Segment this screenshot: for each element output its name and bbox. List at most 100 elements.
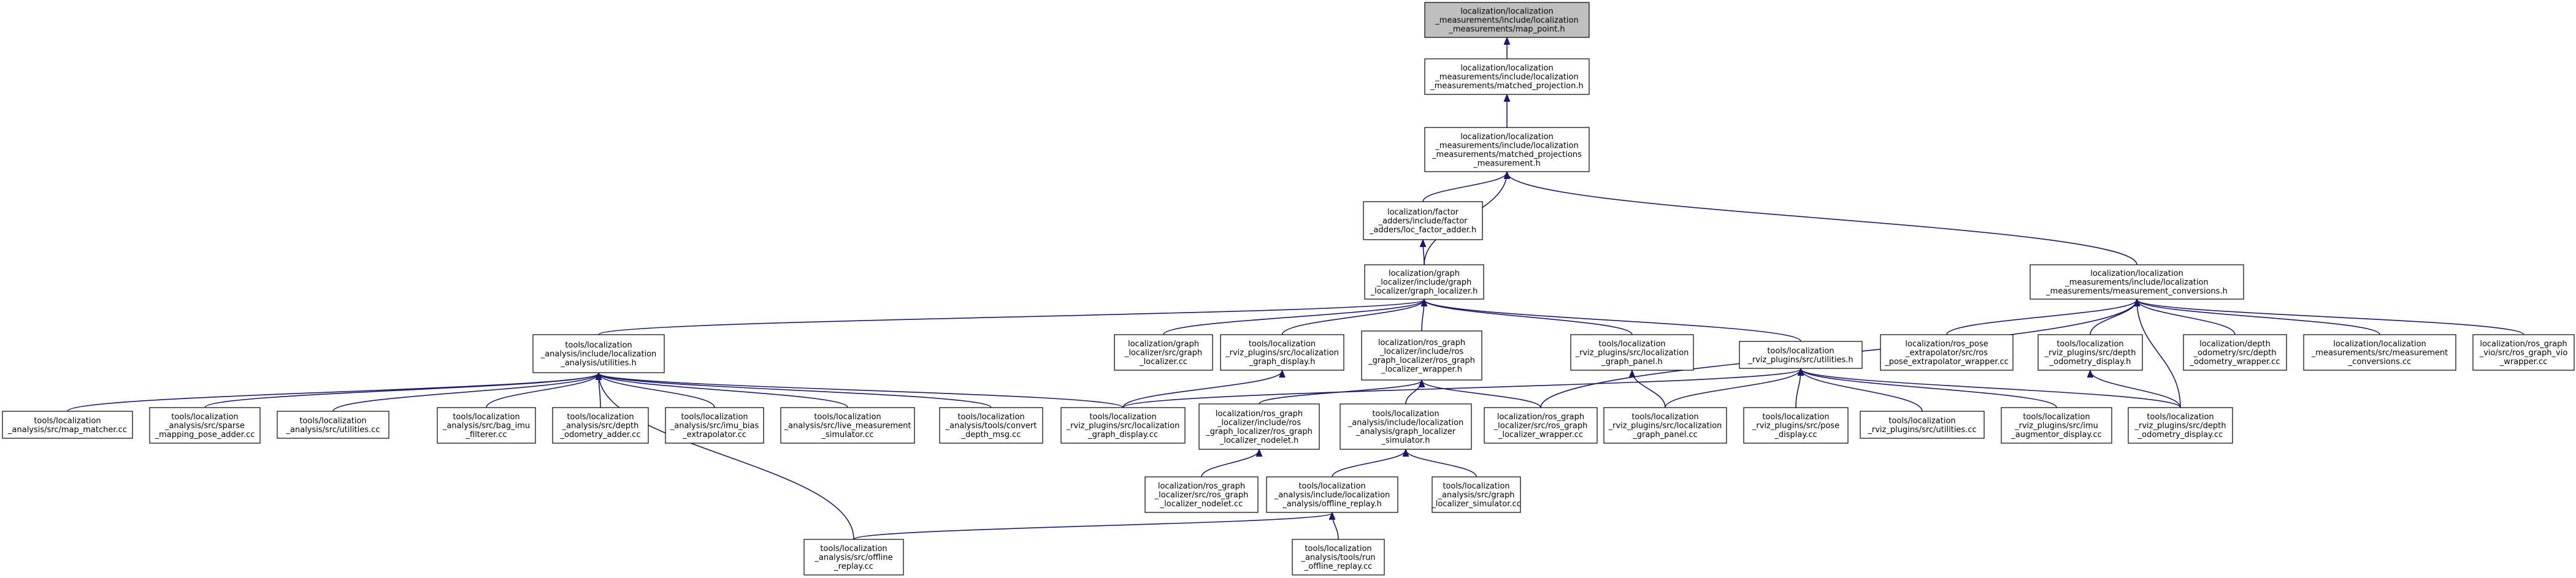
file-node-label-line: _analysis/offline_replay.h — [1282, 500, 1381, 509]
include-edge — [599, 373, 854, 540]
file-node-rviz-graph-display-h[interactable]: tools/localization_rviz_plugins/src/loca… — [1220, 334, 1344, 371]
file-node-label-line: _localizer_simulator.cc — [1431, 500, 1521, 509]
file-node-label-line: _localizer/src/ros_graph — [1493, 422, 1588, 431]
file-node-box — [1364, 264, 1484, 300]
file-node-label-line: _localizer/include/ros — [1379, 347, 1463, 356]
include-edge — [1423, 240, 1424, 265]
file-node-label-line: _extrapolator.cc — [682, 430, 746, 439]
file-node-imu-bias-extrapolator-cc[interactable]: tools/localization_analysis/src/imu_bias… — [665, 407, 764, 444]
file-node-label-line: _analysis/src/utilities.cc — [286, 425, 380, 435]
file-node-box — [1424, 58, 1590, 95]
include-edge — [1795, 369, 1801, 408]
file-node-label-line: _localizer/src/ros_graph — [1154, 491, 1249, 500]
file-node-rviz-graph-panel-cc[interactable]: tools/localization_rviz_plugins/src/loca… — [1603, 407, 1727, 444]
file-node-ros-graph-localizer-nodelet-cc[interactable]: localization/ros_graph_localizer/src/ros… — [1144, 476, 1259, 513]
file-node-label-line: localization/ros_graph — [1158, 482, 1245, 491]
file-node-label-line: _odometry_wrapper.cc — [2190, 357, 2280, 367]
file-node-loc-factor-adder[interactable]: localization/factor_adders/include/facto… — [1363, 201, 1483, 240]
file-node-rviz-pose-display-cc[interactable]: tools/localization_rviz_plugins/src/pose… — [1743, 407, 1849, 444]
file-node-label-line: _localizer.cc — [1139, 357, 1187, 367]
file-node-bag-imu-filterer-cc[interactable]: tools/localization_analysis/src/bag_imu_… — [437, 407, 536, 444]
file-node-rviz-depth-odometry-display-h[interactable]: tools/localization_rviz_plugins/src/dept… — [2037, 334, 2143, 371]
file-node-box — [1144, 476, 1259, 513]
file-node-label-line: _measurements/include/localization — [2064, 278, 2208, 287]
file-node-label-line: _odometry_adder.cc — [559, 430, 640, 439]
file-node-depth-odometry-wrapper-cc[interactable]: localization/depth_odometry/src/depth_od… — [2183, 334, 2287, 371]
file-node-analysis-utilities-h[interactable]: tools/localization_analysis/include/loca… — [532, 334, 665, 373]
file-node-convert-depth-msg-cc[interactable]: tools/localization_analysis/tools/conver… — [939, 407, 1043, 444]
file-node-label-line: tools/localization — [567, 413, 634, 422]
file-node-graph-localizer-cc[interactable]: localization/graph_localizer/src/graph_l… — [1114, 334, 1213, 371]
file-node-graph-localizer-simulator-h[interactable]: tools/localization_analysis/include/loca… — [1340, 403, 1472, 450]
file-node-label-line: _pose_extrapolator_wrapper.cc — [1884, 357, 2009, 367]
file-node-ros-graph-localizer-wrapper-h[interactable]: localization/ros_graph_localizer/include… — [1361, 330, 1482, 381]
file-node-rviz-graph-panel-h[interactable]: tools/localization_rviz_plugins/src/loca… — [1570, 334, 1694, 371]
file-node-graph-localizer-simulator-cc[interactable]: tools/localization_analysis/src/graph_lo… — [1431, 476, 1521, 513]
file-node-label-line: _conversions.cc — [2348, 357, 2412, 367]
file-node-label-line: _wrapper.cc — [2499, 357, 2548, 367]
file-node-label-line: tools/localization — [1249, 340, 1316, 349]
file-node-label-line: _adders/include/factor — [1378, 217, 1468, 226]
file-node-matched-projections-measurement[interactable]: localization/localization_measurements/i… — [1424, 127, 1590, 172]
file-node-offline-replay-cc[interactable]: tools/localization_analysis/src/offline_… — [803, 539, 904, 576]
file-node-label-line: tools/localization — [814, 413, 881, 422]
file-node-analysis-utilities-cc[interactable]: tools/localization_analysis/src/utilitie… — [277, 411, 389, 439]
file-node-label-line: _measurements/matched_projections — [1432, 150, 1582, 159]
file-node-map-point[interactable]: localization/localization_measurements/i… — [1424, 2, 1590, 38]
file-node-graph-localizer-h[interactable]: localization/graph_localizer/include/gra… — [1364, 264, 1484, 300]
file-node-ros-graph-localizer-wrapper-cc[interactable]: localization/ros_graph_localizer/src/ros… — [1484, 407, 1598, 444]
file-node-label-line: _rviz_plugins/src/localization — [1225, 349, 1339, 358]
file-node-label-line: _rviz_plugins/src/localization — [1608, 422, 1722, 431]
file-node-label-line: _simulator.h — [1381, 436, 1430, 445]
file-node-depth-odometry-adder-cc[interactable]: tools/localization_analysis/src/depth_od… — [552, 407, 649, 444]
file-node-label-line: _analysis/src/sparse — [164, 422, 245, 431]
file-node-label-line: _mapping_pose_adder.cc — [155, 430, 255, 439]
file-node-box — [1570, 334, 1694, 371]
file-node-rviz-depth-odometry-display-cc[interactable]: tools/localization_rviz_plugins/src/dept… — [2128, 407, 2233, 444]
file-node-label-line: _rviz_plugins/src/utilities.cc — [1867, 425, 1976, 435]
file-node-box — [2128, 407, 2233, 444]
file-node-live-measurement-simulator-cc[interactable]: tools/localization_analysis/src/live_mea… — [780, 407, 915, 444]
file-node-ros-pose-extrapolator-wrapper-cc[interactable]: localization/ros_pose_extrapolator/src/r… — [1880, 334, 2014, 371]
file-node-label-line: _analysis/tools/convert — [945, 422, 1037, 431]
file-node-matched-projection[interactable]: localization/localization_measurements/i… — [1424, 58, 1590, 95]
file-node-map-matcher-cc[interactable]: tools/localization_analysis/src/map_matc… — [2, 411, 133, 439]
file-node-label-line: _analysis/src/bag_imu — [442, 422, 530, 431]
file-node-rviz-utilities-h[interactable]: tools/localization_rviz_plugins/src/util… — [1739, 341, 1863, 369]
file-node-offline-replay-h[interactable]: tools/localization_analysis/include/loca… — [1266, 476, 1398, 513]
include-edge — [1632, 371, 1666, 408]
file-node-label-line: localization/localization — [1460, 7, 1554, 17]
file-node-label-line: _measurements/include/localization — [1435, 16, 1578, 25]
file-node-label-line: tools/localization — [1762, 413, 1829, 422]
file-node-box — [803, 539, 904, 576]
file-node-label-line: _rviz_plugins/src/pose — [1752, 422, 1839, 431]
file-node-box — [1114, 334, 1213, 371]
file-node-measurement-conversions-cc[interactable]: localization/localization_measurements/s… — [2303, 334, 2456, 371]
file-node-ros-graph-localizer-nodelet-h[interactable]: localization/ros_graph_localizer/include… — [1198, 403, 1320, 450]
file-node-box — [1266, 476, 1398, 513]
file-node-label-line: _analysis/src/graph — [1438, 491, 1515, 500]
file-node-label-line: _odometry_display.cc — [2137, 430, 2223, 439]
file-node-sparse-mapping-pose-adder-cc[interactable]: tools/localization_analysis/src/sparse_m… — [149, 407, 261, 444]
file-node-label-line: tools/localization — [1305, 544, 1371, 553]
file-node-label-line: _augmentor_display.cc — [2011, 430, 2102, 439]
file-node-rviz-graph-display-cc[interactable]: tools/localization_rviz_plugins/src/loca… — [1060, 407, 1186, 444]
file-node-label-line: _measurements/map_point.h — [1448, 25, 1565, 34]
file-node-box — [1603, 407, 1727, 444]
file-node-label-line: _rviz_plugins/src/localization — [1575, 349, 1689, 358]
file-node-rviz-utilities-cc[interactable]: tools/localization_rviz_plugins/src/util… — [1860, 411, 1985, 439]
file-node-label-line: _odometry_display.h — [2049, 357, 2131, 367]
file-node-label-line: tools/localization — [1767, 346, 1834, 356]
file-node-box — [1424, 127, 1590, 172]
file-node-label-line: _rviz_plugins/src/depth — [2134, 422, 2226, 431]
include-edge — [1332, 450, 1406, 477]
file-node-label-line: _analysis/src/map_matcher.cc — [7, 425, 127, 435]
file-node-ros-graph-vio-wrapper-cc[interactable]: localization/ros_graph_vio/src/ros_graph… — [2472, 334, 2575, 371]
file-node-label-line: _localizer/include/graph — [1376, 278, 1471, 287]
file-node-run-offline-replay-cc[interactable]: tools/localization_analysis/tools/run_of… — [1292, 539, 1385, 576]
file-node-label-line: _simulator.cc — [821, 430, 874, 439]
file-node-measurement-conversions-h[interactable]: localization/localization_measurements/i… — [2030, 264, 2244, 300]
file-node-rviz-imu-augmentor-display-cc[interactable]: tools/localization_rviz_plugins/src/imu_… — [2001, 407, 2112, 444]
file-node-box — [1060, 407, 1186, 444]
